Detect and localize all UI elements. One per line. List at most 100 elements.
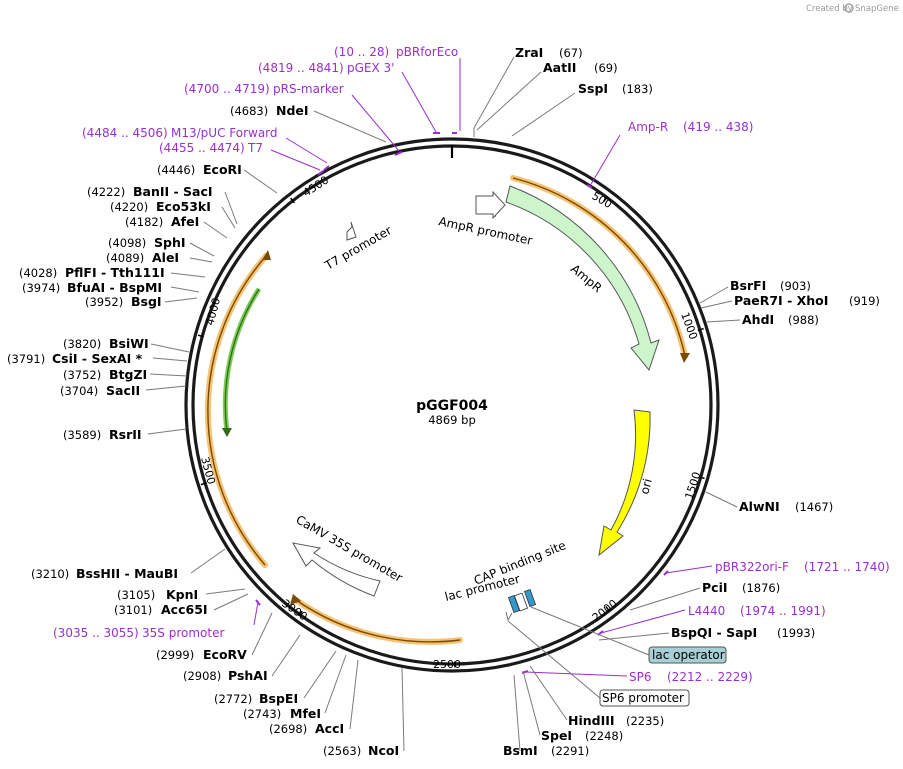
enzyme-position: (3974) <box>22 281 60 295</box>
enzyme-bsmi[interactable]: BsmI (2291) <box>503 743 589 758</box>
leader-aatii <box>476 71 542 131</box>
enzyme-ahdi[interactable]: AhdI (988) <box>742 312 819 327</box>
orf-arcs <box>204 175 690 645</box>
primer-name: pBRforEco <box>396 45 458 59</box>
enzyme-position: (4446) <box>157 163 195 177</box>
primer-pbrforeco[interactable]: (10 .. 28) pBRforEco <box>334 45 458 59</box>
primer-t7[interactable]: (4455 .. 4474) T7 <box>159 141 263 155</box>
leader-ndei <box>313 110 387 143</box>
enzyme-name: HindIII <box>568 713 615 728</box>
enzyme-eco53ki[interactable]: (4220) Eco53kI <box>110 199 211 214</box>
primer-l4440[interactable]: L4440 (1974 .. 1991) <box>688 604 826 618</box>
enzyme-name: BfuAI - BspMI <box>67 280 162 295</box>
ampr-orf-line <box>512 177 686 357</box>
leader-bsshii <box>190 548 226 574</box>
t7-mark <box>317 170 324 176</box>
leader-l4440 <box>600 609 686 634</box>
leader-pbr322ori-f <box>665 565 713 574</box>
primer-sp6[interactable]: SP6 (2212 .. 2229) <box>629 670 753 684</box>
enzyme-name: Eco53kI <box>156 199 211 214</box>
enzyme-position: (3820) <box>63 337 101 351</box>
enzyme-position: (4028) <box>19 266 57 280</box>
enzyme-name: BspQI - SapI <box>671 625 757 640</box>
enzyme-name: BspEI <box>259 691 298 706</box>
tick-mark-3000 <box>298 610 303 617</box>
enzyme-name: AleI <box>152 250 179 265</box>
leader-alwni <box>705 491 738 508</box>
feature-label-ori: ori <box>637 477 655 496</box>
enzyme-sacii[interactable]: (3704) SacII <box>60 383 140 398</box>
enzyme-sspi[interactable]: SspI (183) <box>578 81 653 96</box>
enzyme-spei[interactable]: SpeI (2248) <box>541 728 623 743</box>
features <box>292 185 660 622</box>
enzyme-mfei[interactable]: (2743) MfeI <box>243 706 321 721</box>
enzyme-acc65i[interactable]: (3101) Acc65I <box>114 602 208 617</box>
enzyme-ecori[interactable]: (4446) EcoRI <box>157 162 242 177</box>
leader-35s-promoter <box>253 601 259 626</box>
enzyme-acci[interactable]: (2698) AccI <box>269 721 344 736</box>
enzyme-hindiii[interactable]: HindIII (2235) <box>568 713 664 728</box>
enzyme-alei[interactable]: (4089) AleI <box>106 250 179 265</box>
enzyme-bsshii-maubi[interactable]: (3210) BssHII - MauBI <box>31 566 178 581</box>
leader-sacii <box>145 385 187 391</box>
primer-range: (2212 .. 2229) <box>667 670 753 684</box>
primer-name: pGEX 3' <box>347 61 394 75</box>
enzyme-banii-saci[interactable]: (4222) BanII - SacI <box>87 184 213 199</box>
prs-marker-mark <box>394 151 403 156</box>
camv-35s-promoter-arrow <box>292 542 381 597</box>
primer-35s-promoter[interactable]: (3035 .. 3055) 35S promoter <box>53 626 224 640</box>
enzyme-bsiwi[interactable]: (3820) BsiWI <box>63 336 149 351</box>
leader-banii <box>224 191 238 225</box>
enzyme-name: NdeI <box>276 103 309 118</box>
enzyme-name: SpeI <box>541 728 572 743</box>
enzyme-paer7i-xhoi[interactable]: PaeR7I - XhoI (919) <box>734 293 880 308</box>
enzyme-position: (4098) <box>108 236 146 250</box>
enzyme-pflfi-tth111i[interactable]: (4028) PflFI - Tth111I <box>19 265 165 280</box>
enzyme-btgzi[interactable]: (3752) BtgZI <box>63 367 147 382</box>
enzyme-alwni[interactable]: AlwNI (1467) <box>739 499 833 514</box>
enzyme-pcii[interactable]: PciI (1876) <box>702 580 780 595</box>
tick-mark-500 <box>603 196 609 202</box>
snapgene-logo-icon <box>844 3 854 13</box>
enzyme-ndei[interactable]: (4683) NdeI <box>230 103 309 118</box>
enzyme-bfuai-bspmi[interactable]: (3974) BfuAI - BspMI <box>22 280 162 295</box>
enzyme-position: (4683) <box>230 104 268 118</box>
enzyme-csii-sexai[interactable]: (3791) CsiI - SexAI * <box>7 351 143 366</box>
enzyme-ncoi[interactable]: (2563) NcoI <box>323 743 399 758</box>
enzyme-ecorv[interactable]: (2999) EcoRV <box>156 647 247 662</box>
primer-pgex3[interactable]: (4819 .. 4841) pGEX 3' <box>258 61 394 75</box>
enzyme-kpni[interactable]: (3105) KpnI <box>117 587 198 602</box>
enzyme-pshai[interactable]: (2908) PshAI <box>183 668 268 683</box>
enzyme-bspei[interactable]: (2772) BspEI <box>214 691 298 706</box>
primer-amp-r[interactable]: Amp-R (419 .. 438) <box>628 120 753 134</box>
primer-m13-puc-forward[interactable]: (4484 .. 4506) M13/pUC Forward <box>82 126 278 140</box>
enzyme-bsgi[interactable]: (3952) BsgI <box>85 294 162 309</box>
enzyme-aatii[interactable]: AatII (69) <box>543 60 618 75</box>
enzyme-name: PflFI - Tth111I <box>65 265 165 280</box>
primer-range: (4455 .. 4474) <box>159 141 245 155</box>
ampr-orf-arrowhead <box>680 353 690 363</box>
enzyme-name: ZraI <box>515 45 543 60</box>
backbone-outer-strand <box>184 137 720 673</box>
primer-range: (4484 .. 4506) <box>82 126 168 140</box>
enzyme-rsrii[interactable]: (3589) RsrII <box>63 427 142 442</box>
leader-pshai <box>271 634 301 677</box>
leader-eco53ki <box>221 206 236 229</box>
leader-bspqi <box>598 632 670 641</box>
primer-name: Amp-R <box>628 120 668 134</box>
enzyme-sphi[interactable]: (4098) SphI <box>108 235 186 250</box>
primer-prs-marker[interactable]: (4700 .. 4719) pRS-marker <box>184 82 344 96</box>
leader-ahdi <box>706 319 741 323</box>
primer-pbr322ori-f[interactable]: pBR322ori-F (1721 .. 1740) <box>715 560 890 574</box>
enzyme-name: PshAI <box>228 668 268 683</box>
leader-sphi <box>189 242 215 257</box>
enzyme-bsrfi[interactable]: BsrFI (903) <box>730 278 811 293</box>
snapgene-credit: Created by SnapGene <box>806 3 899 14</box>
enzyme-position: (4220) <box>110 200 148 214</box>
enzyme-afei[interactable]: (4182) AfeI <box>125 214 199 229</box>
enzyme-position: (3704) <box>60 384 98 398</box>
enzyme-zrai[interactable]: ZraI (67) <box>515 45 583 60</box>
enzyme-bspqi-sapi[interactable]: BspQI - SapI (1993) <box>671 625 815 640</box>
tick-mark-4500 <box>290 197 295 204</box>
